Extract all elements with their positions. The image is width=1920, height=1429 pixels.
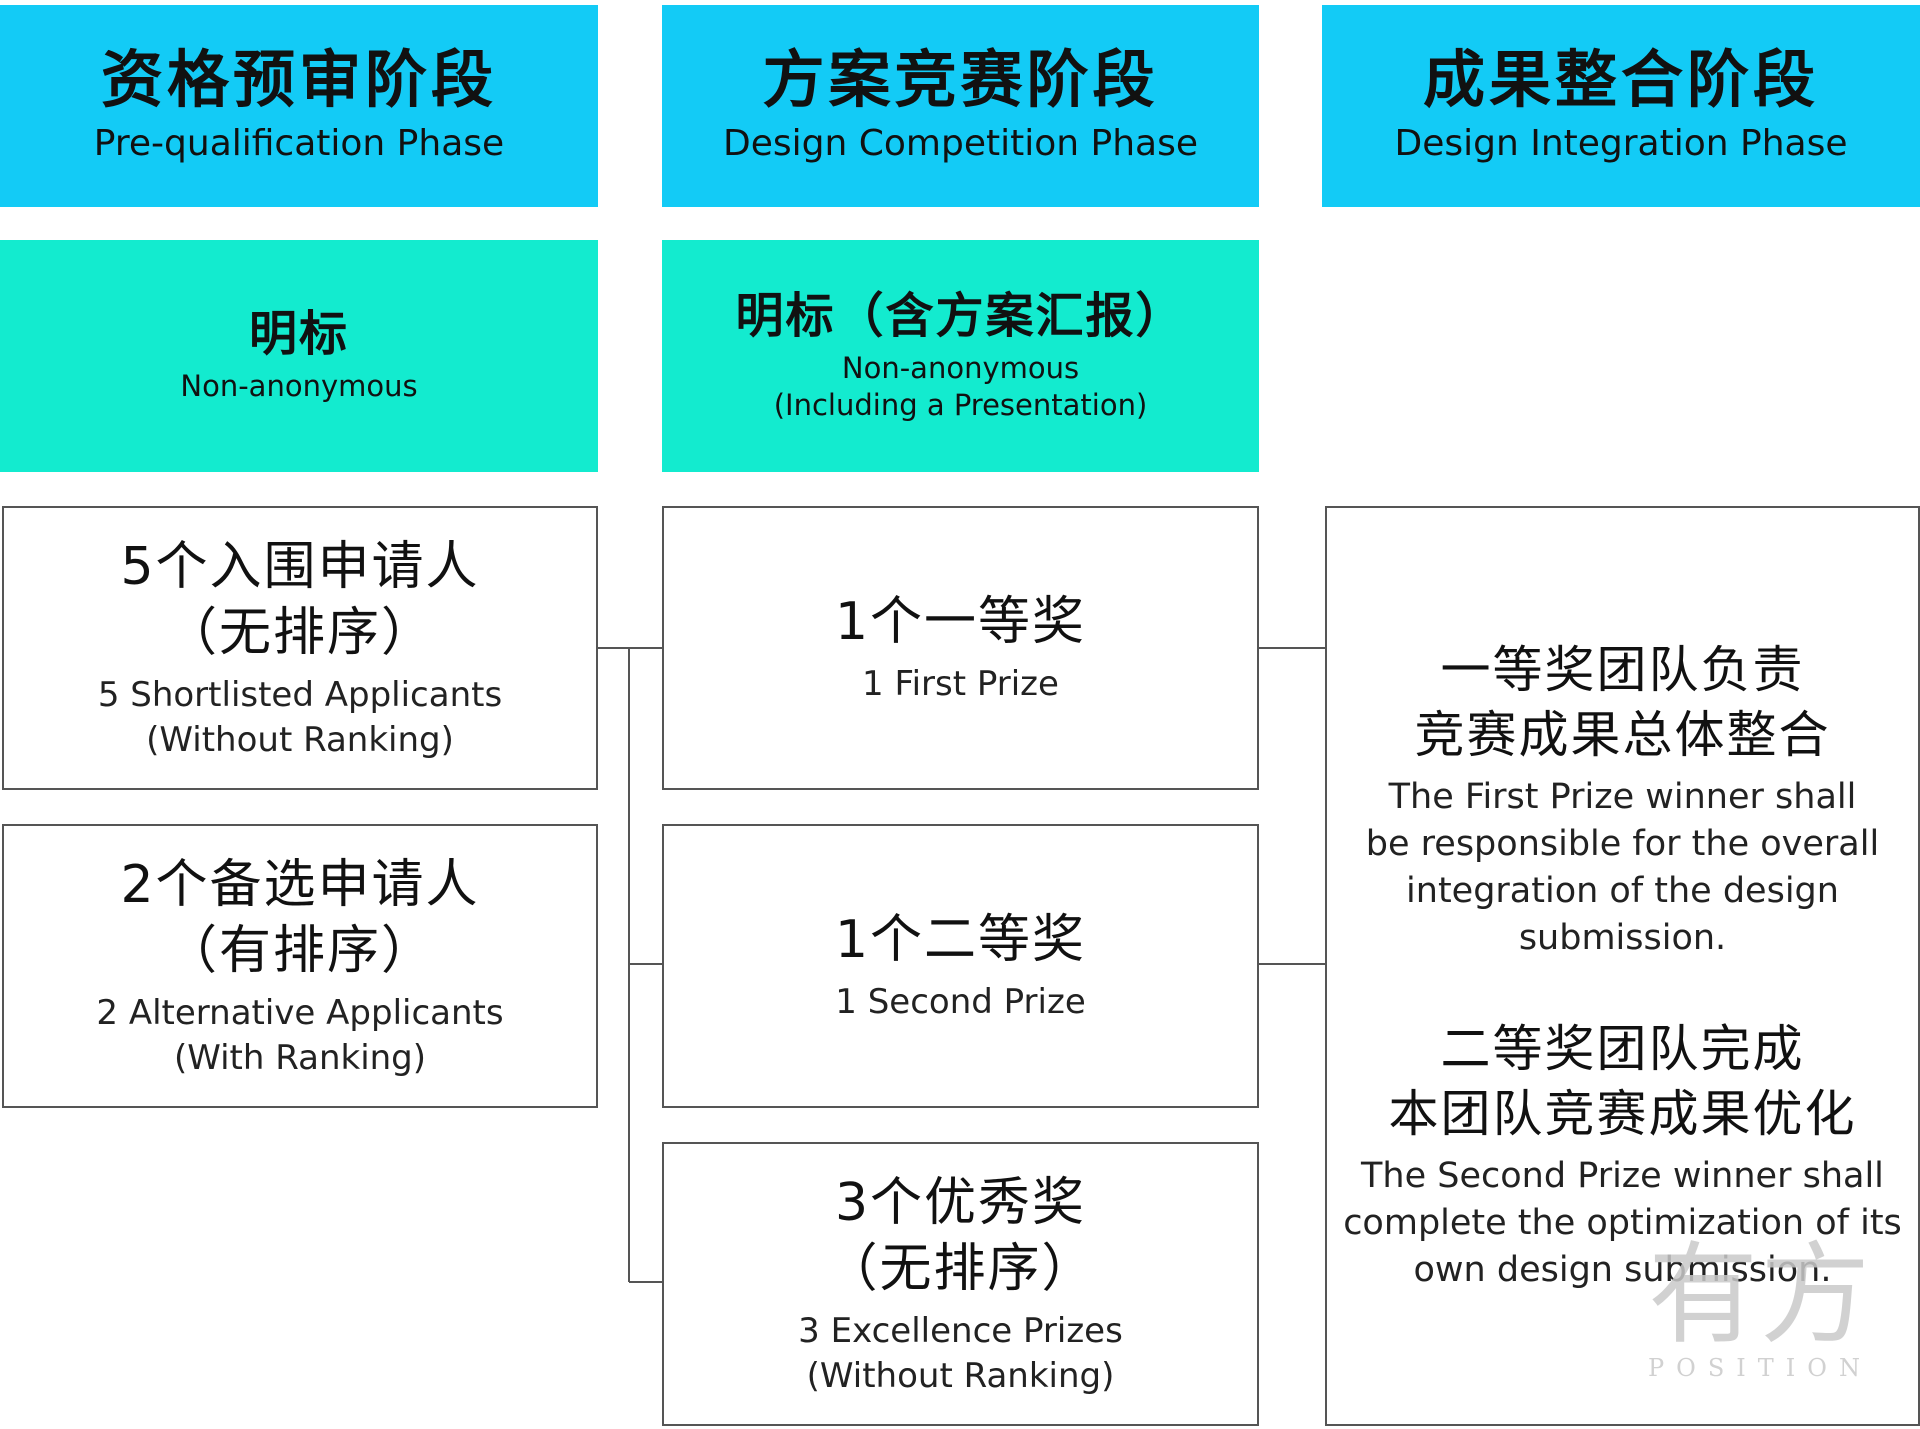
phase-title-zh: 资格预审阶段 — [100, 42, 497, 116]
mode-title-zh: 明标（含方案汇报） — [735, 288, 1186, 345]
box-title-zh: 1个二等奖 — [834, 910, 1087, 971]
first-prize-duty-zh-line1: 一等奖团队负责 — [1440, 640, 1805, 699]
second-prize-duty-zh-line1: 二等奖团队完成 — [1440, 1020, 1805, 1079]
box-title-en: 3 Excellence Prizes — [798, 1310, 1123, 1351]
first-prize-duty-en-line1: The First Prize winner shall — [1388, 776, 1857, 817]
phase-header-competition: 方案竞赛阶段 Design Competition Phase — [662, 5, 1259, 207]
mode-title-en: Non-anonymous — [841, 351, 1080, 386]
first-prize-duty-en-line3: integration of the design — [1406, 870, 1839, 911]
second-prize-duty-en-line1: The Second Prize winner shall — [1361, 1156, 1884, 1197]
phase-title-en: Pre-qualification Phase — [93, 122, 505, 164]
box-title-en: 1 Second Prize — [835, 981, 1086, 1022]
mode-header-prequalification: 明标 Non-anonymous — [0, 240, 598, 472]
box-subtitle-zh: （有排序） — [164, 921, 435, 982]
second-prize-box: 1个二等奖 1 Second Prize — [662, 824, 1259, 1108]
integration-result-box: 一等奖团队负责 竞赛成果总体整合 The First Prize winner … — [1325, 506, 1920, 1426]
box-subtitle-en: (Without Ranking) — [806, 1355, 1115, 1396]
first-prize-duty-en-line2: be responsible for the overall — [1365, 823, 1880, 864]
box-title-en: 2 Alternative Applicants — [96, 992, 504, 1033]
box-title-en: 1 First Prize — [862, 663, 1059, 704]
first-prize-box: 1个一等奖 1 First Prize — [662, 506, 1259, 790]
mode-header-competition: 明标（含方案汇报） Non-anonymous (Including a Pre… — [662, 240, 1259, 472]
box-title-zh: 5个入围申请人 — [120, 536, 480, 597]
phase-header-prequalification: 资格预审阶段 Pre-qualification Phase — [0, 5, 598, 207]
box-subtitle-en: (Without Ranking) — [146, 719, 454, 760]
first-prize-duty-zh-line2: 竞赛成果总体整合 — [1414, 705, 1831, 764]
second-prize-duty-en: The Second Prize winner shall complete t… — [1343, 1153, 1902, 1294]
alternative-applicants-box: 2个备选申请人 （有排序） 2 Alternative Applicants (… — [2, 824, 598, 1108]
box-title-zh: 2个备选申请人 — [120, 854, 480, 915]
excellence-prizes-box: 3个优秀奖 （无排序） 3 Excellence Prizes (Without… — [662, 1142, 1259, 1426]
box-subtitle-zh: （无排序） — [164, 603, 435, 664]
mode-title-en: Non-anonymous — [180, 369, 418, 404]
phase-title-zh: 成果整合阶段 — [1422, 42, 1819, 116]
phase-header-integration: 成果整合阶段 Design Integration Phase — [1322, 5, 1920, 207]
second-prize-duty-en-line2: complete the optimization of its — [1343, 1203, 1902, 1244]
box-subtitle-en: (With Ranking) — [173, 1037, 427, 1078]
box-subtitle-zh: （无排序） — [825, 1239, 1096, 1300]
box-title-zh: 3个优秀奖 — [834, 1172, 1087, 1233]
second-prize-duty-zh-line2: 本团队竞赛成果优化 — [1388, 1085, 1857, 1144]
shortlisted-applicants-box: 5个入围申请人 （无排序） 5 Shortlisted Applicants (… — [2, 506, 598, 790]
phase-title-zh: 方案竞赛阶段 — [762, 42, 1159, 116]
mode-subtitle-en: (Including a Presentation) — [773, 387, 1148, 422]
box-title-zh: 1个一等奖 — [834, 592, 1087, 653]
box-title-en: 5 Shortlisted Applicants — [97, 674, 503, 715]
first-prize-duty-en-line4: submission. — [1518, 917, 1727, 958]
first-prize-duty-en: The First Prize winner shall be responsi… — [1366, 774, 1879, 962]
phase-title-en: Design Competition Phase — [723, 122, 1198, 164]
phase-title-en: Design Integration Phase — [1394, 122, 1848, 164]
second-prize-duty-en-line3: own design submission. — [1413, 1250, 1832, 1291]
mode-title-zh: 明标 — [248, 306, 349, 363]
